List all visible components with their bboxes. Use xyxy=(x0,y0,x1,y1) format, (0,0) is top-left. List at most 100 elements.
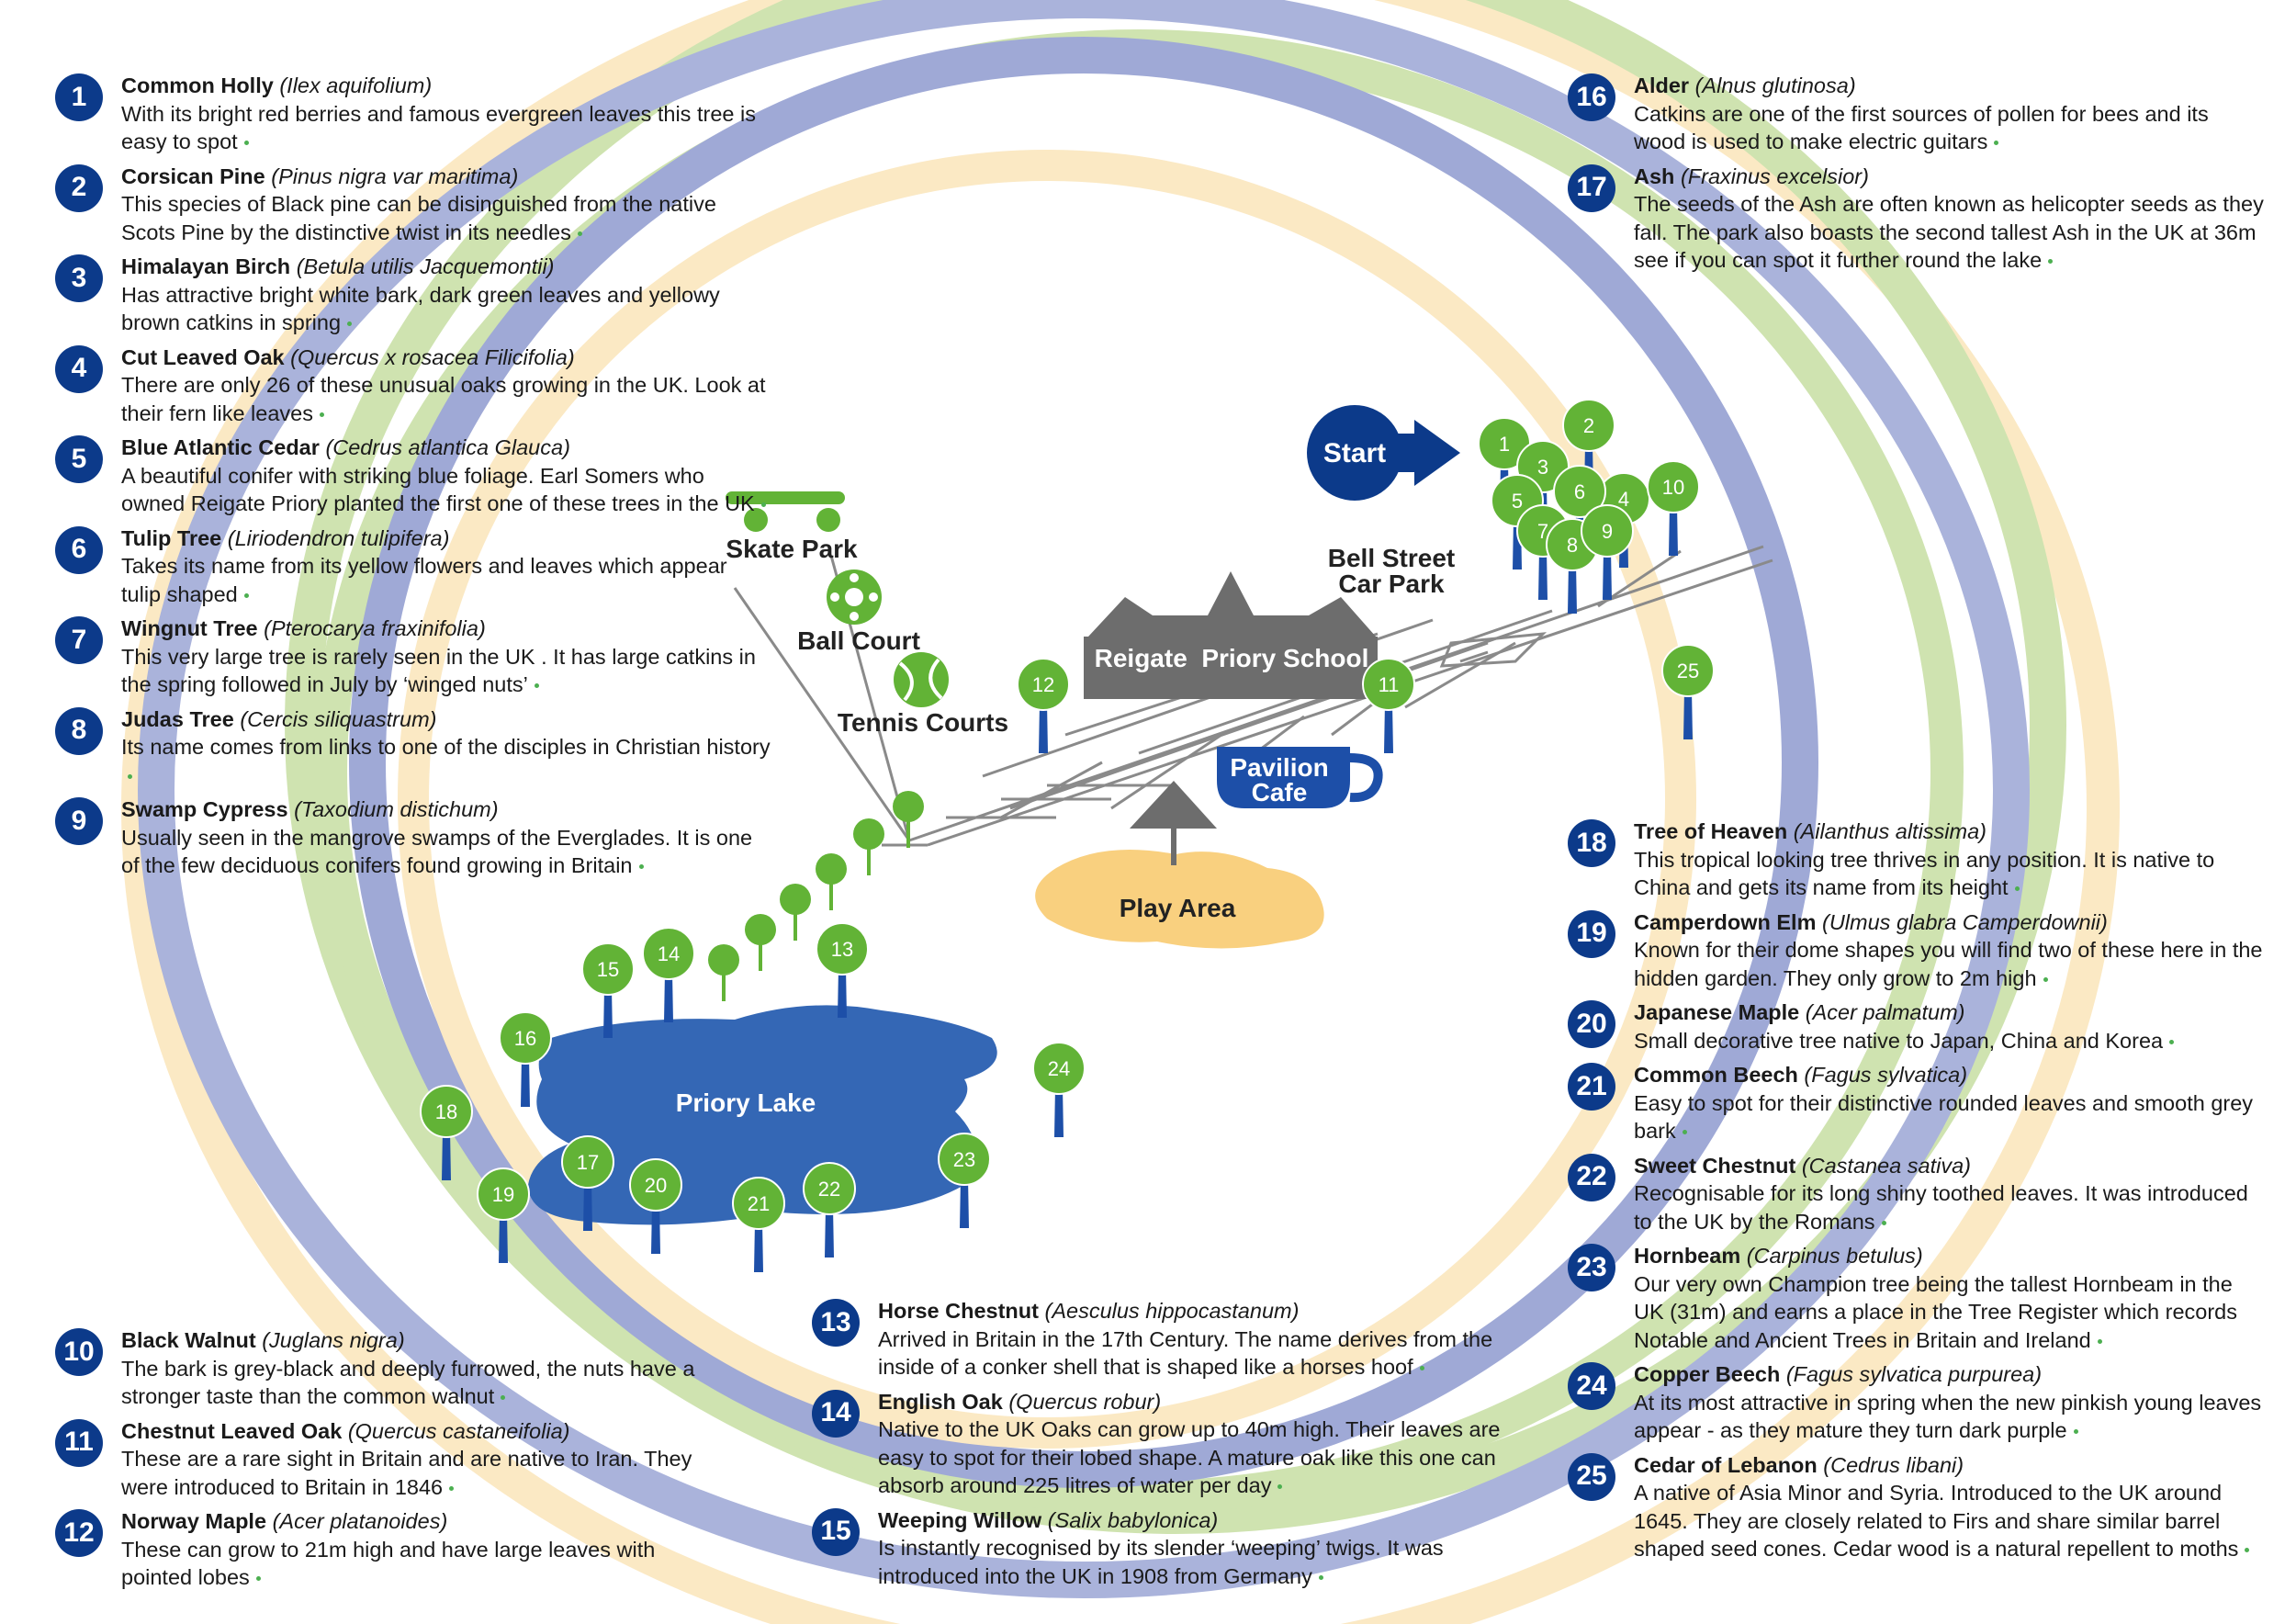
tree-trunk xyxy=(754,1222,763,1272)
tree-trunk xyxy=(442,1130,451,1180)
bullet-dot xyxy=(1277,1484,1283,1490)
map-tree-18: 18 xyxy=(420,1085,473,1180)
ball-court-icon xyxy=(827,570,882,625)
tree-crown xyxy=(816,922,869,976)
tree-name: Wingnut Tree xyxy=(121,616,258,640)
map-tree-16: 16 xyxy=(499,1011,552,1107)
map-tree-22: 22 xyxy=(803,1162,856,1257)
tree-number-badge: 19 xyxy=(1568,909,1615,958)
map-labels: Start Skate Park Ball Court Tennis Court… xyxy=(676,438,1456,1117)
tree-name: Norway Maple xyxy=(121,1509,267,1533)
bullet-dot xyxy=(638,864,644,870)
map-tree-number: 17 xyxy=(577,1151,599,1174)
map-tree-number: 12 xyxy=(1032,673,1054,696)
tree-number-badge: 1 xyxy=(55,73,103,121)
map-tree-number: 20 xyxy=(645,1174,667,1197)
tree-description-text: Native to the UK Oaks can grow up to 40m… xyxy=(878,1417,1501,1497)
tree-number-badge: 5 xyxy=(55,435,103,483)
bullet-dot xyxy=(243,592,249,598)
bullet-dot xyxy=(128,773,132,779)
tree-number-badge: 12 xyxy=(55,1509,103,1557)
map-tree-number: 5 xyxy=(1512,490,1523,513)
school-label: Reigate Priory School xyxy=(1095,644,1369,672)
tree-number-badge: 2 xyxy=(55,164,103,212)
tree-description: A native of Asia Minor and Syria. Introd… xyxy=(1634,1479,2266,1563)
bullet-dot xyxy=(2245,1548,2250,1553)
tree-description-text: This tropical looking tree thrives in an… xyxy=(1634,847,2215,900)
tree-number-badge: 7 xyxy=(55,616,103,664)
map-tree-21: 21 xyxy=(732,1177,785,1272)
tree-name: Copper Beech xyxy=(1634,1362,1781,1386)
map-tree-19: 19 xyxy=(477,1167,530,1263)
tree-description-text: Small decorative tree native to Japan, C… xyxy=(1634,1028,2164,1053)
bullet-dot xyxy=(2014,886,2020,892)
tree-trunk xyxy=(583,1180,592,1231)
tree-description: This tropical looking tree thrives in an… xyxy=(1634,846,2266,902)
tree-name: Ash xyxy=(1634,164,1675,188)
tree-description: There are only 26 of these unusual oaks … xyxy=(121,371,771,427)
bullet-dot xyxy=(501,1395,506,1401)
tree-name: Common Beech xyxy=(1634,1063,1798,1087)
map-tree-number: 3 xyxy=(1537,456,1548,479)
tree-description: Arrived in Britain in the 17th Century. … xyxy=(878,1325,1510,1382)
tree-number-badge: 11 xyxy=(55,1418,103,1467)
map-tree-number: 15 xyxy=(597,958,619,981)
bullet-dot xyxy=(347,321,353,327)
bullet-dot xyxy=(1682,1130,1687,1135)
tree-description: Recognisable for its long shiny toothed … xyxy=(1634,1179,2266,1235)
small-trees xyxy=(708,791,924,1001)
tree-name: Tree of Heaven xyxy=(1634,819,1788,843)
map-tree-number: 23 xyxy=(953,1148,975,1171)
tennis-ball-icon xyxy=(894,652,949,707)
bell-street-label-1: Bell Street xyxy=(1328,544,1456,572)
cafe-cup-icon xyxy=(1217,747,1383,808)
map-tree-number: 1 xyxy=(1499,433,1510,456)
bullet-dot xyxy=(449,1485,455,1491)
tree-latin-name: (Betula utilis Jacquemontii) xyxy=(296,254,555,278)
map-tree-number: 19 xyxy=(492,1183,514,1206)
tree-latin-name: (Acer palmatum) xyxy=(1805,1000,1965,1024)
tree-number-badge: 4 xyxy=(55,344,103,393)
tree-crown xyxy=(629,1158,682,1212)
tree-number-badge: 8 xyxy=(55,706,103,755)
tree-description: Its name comes from links to one of the … xyxy=(121,733,771,789)
tree-latin-name: (Acer platanoides) xyxy=(272,1509,448,1533)
tree-latin-name: (Fraxinus excelsior) xyxy=(1680,164,1869,188)
tree-crown xyxy=(1017,658,1070,711)
tree-latin-name: (Pterocarya fraxinifolia) xyxy=(264,616,486,640)
tree-description-text: Easy to spot for their distinctive round… xyxy=(1634,1090,2254,1144)
tree-trunk xyxy=(1683,689,1693,739)
tree-crown xyxy=(1362,658,1415,711)
tree-name: Weeping Willow xyxy=(878,1507,1042,1532)
tree-number-badge: 18 xyxy=(1568,819,1615,867)
map-tree-13: 13 xyxy=(816,922,869,1018)
tree-description-text: At its most attractive in spring when th… xyxy=(1634,1390,2262,1443)
tree-description-text: The bark is grey-black and deeply furrow… xyxy=(121,1356,695,1409)
bullet-dot xyxy=(2097,1338,2102,1344)
bullet-dot xyxy=(2043,976,2048,982)
tree-number-badge: 16 xyxy=(1568,73,1615,121)
tree-description: A beautiful conifer with striking blue f… xyxy=(121,462,771,518)
tree-name: Chestnut Leaved Oak xyxy=(121,1418,343,1443)
tree-trunk xyxy=(1039,703,1048,753)
tree-name: Japanese Maple xyxy=(1634,1000,1800,1024)
tree-crown xyxy=(420,1085,473,1138)
bullet-dot xyxy=(1419,1366,1424,1371)
play-area-label: Play Area xyxy=(1120,894,1236,922)
tree-description: With its bright red berries and famous e… xyxy=(121,100,771,156)
tree-latin-name: (Quercus castaneifolia) xyxy=(347,1418,570,1443)
cafe-label-2: Cafe xyxy=(1252,778,1308,806)
tree-crown xyxy=(1032,1042,1086,1095)
tree-description-text: Our very own Champion tree being the tal… xyxy=(1634,1271,2238,1352)
